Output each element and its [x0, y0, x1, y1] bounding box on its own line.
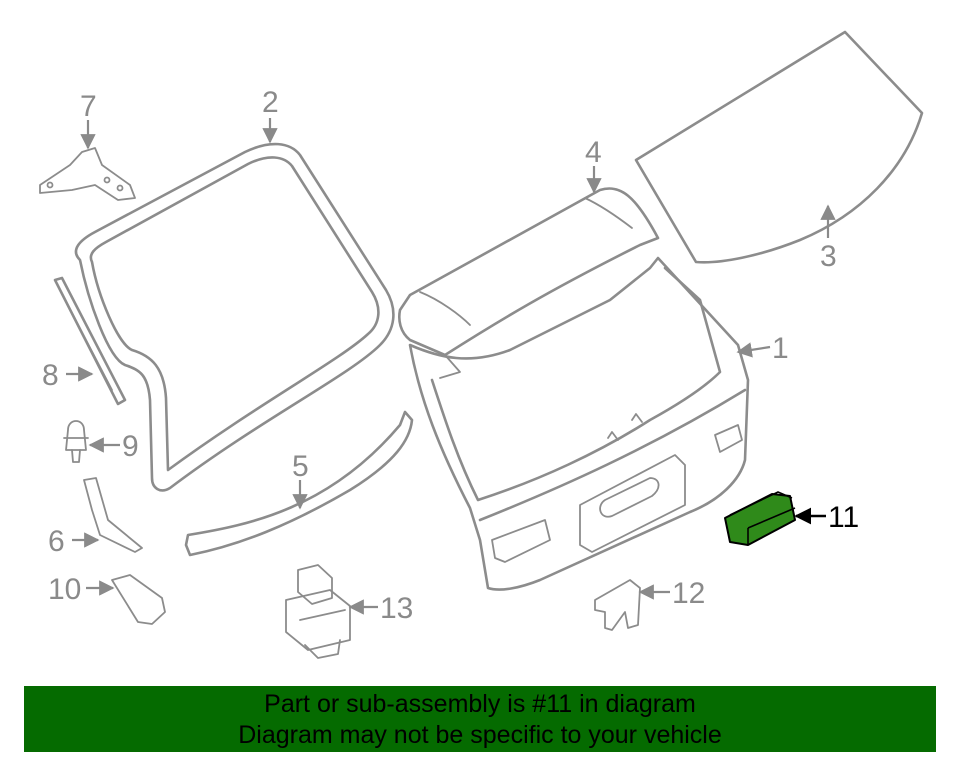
- callout-1: 1: [772, 332, 789, 365]
- part-2-weatherstrip[interactable]: [74, 142, 395, 492]
- part-9-clip[interactable]: [63, 420, 89, 463]
- callout-5: 5: [292, 450, 309, 483]
- banner-line-1: Part or sub-assembly is #11 in diagram: [264, 690, 696, 718]
- callout-3: 3: [820, 240, 837, 273]
- part-7-hinge[interactable]: [39, 147, 136, 201]
- callout-10: 10: [48, 573, 81, 606]
- callout-9: 9: [122, 430, 139, 463]
- part-11-highlighted-lamp[interactable]: [724, 491, 796, 546]
- parts-diagram: 1 2 3 4 5 6 7 8 9 10 11 12 13: [39, 30, 924, 659]
- info-banner: Part or sub-assembly is #11 in diagram D…: [24, 686, 936, 752]
- callout-8: 8: [42, 359, 59, 392]
- callout-12: 12: [672, 577, 705, 610]
- callout-6: 6: [48, 525, 65, 558]
- callout-13: 13: [380, 592, 413, 625]
- banner-line-2: Diagram may not be specific to your vehi…: [238, 721, 722, 749]
- part-5-trim-strip[interactable]: [184, 410, 414, 557]
- part-8-gas-strut[interactable]: [53, 276, 127, 406]
- part-1-tailgate[interactable]: [408, 256, 750, 591]
- part-6-bracket[interactable]: [83, 477, 143, 553]
- part-12-bracket[interactable]: [594, 579, 641, 631]
- part-3-rear-glass[interactable]: [634, 30, 924, 264]
- part-13-actuator[interactable]: [285, 564, 351, 659]
- part-10-cover[interactable]: [111, 574, 166, 625]
- callout-4: 4: [585, 136, 602, 169]
- callout-11: 11: [828, 501, 859, 534]
- callout-7: 7: [80, 90, 97, 123]
- part-4-spoiler[interactable]: [398, 187, 660, 379]
- callout-2: 2: [262, 86, 279, 119]
